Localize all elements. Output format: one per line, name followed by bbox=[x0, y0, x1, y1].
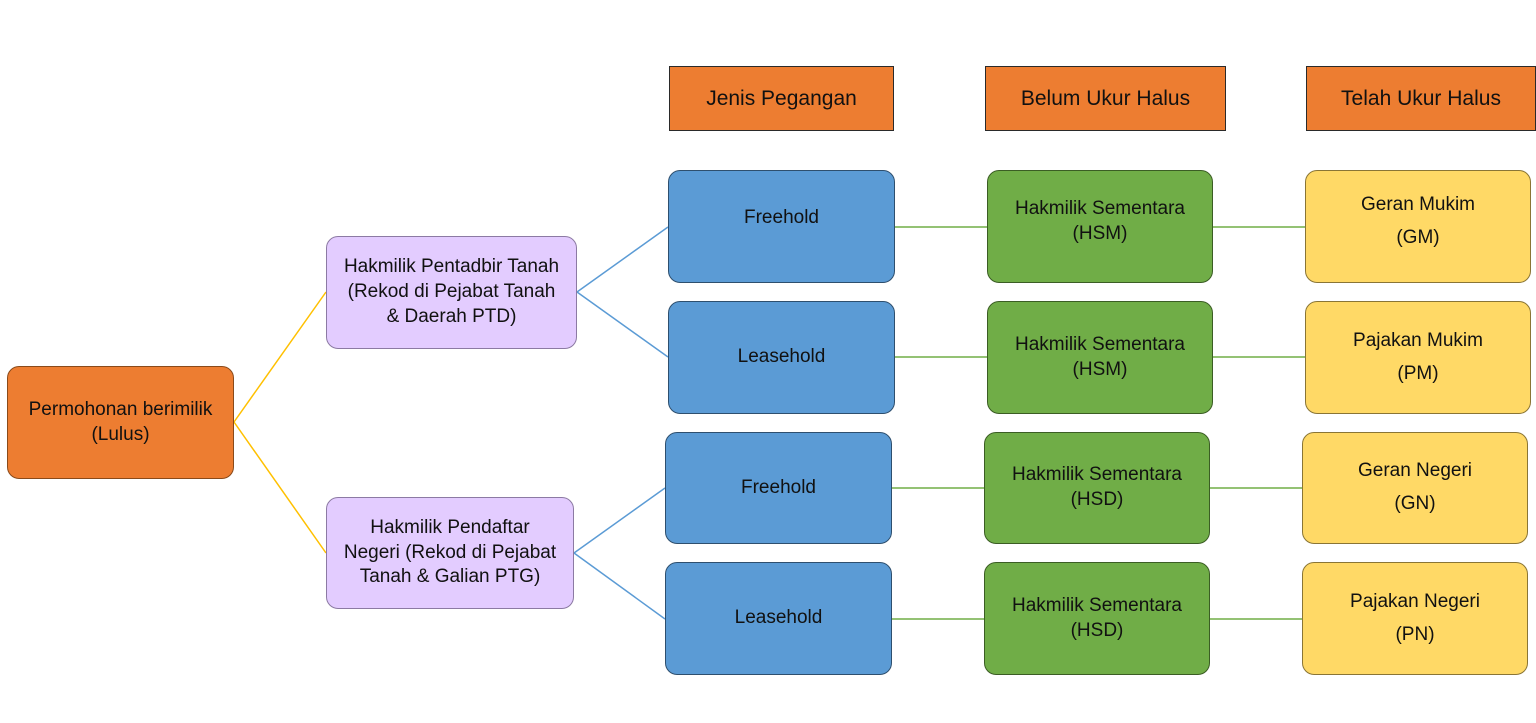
header-telah-ukur-halus: Telah Ukur Halus bbox=[1306, 66, 1536, 131]
node-hakmilik-sementara-hsd-1: Hakmilik Sementara (HSD) bbox=[984, 432, 1210, 544]
node-pajakan-mukim: Pajakan Mukim (PM) bbox=[1305, 301, 1531, 414]
node-leasehold-2: Leasehold bbox=[665, 562, 892, 675]
header-belum-ukur-halus: Belum Ukur Halus bbox=[985, 66, 1226, 131]
node-gm-line2: (GM) bbox=[1396, 226, 1440, 248]
node-permohonan-line1: Permohonan berimilik bbox=[28, 398, 213, 420]
header-jenis-pegangan: Jenis Pegangan bbox=[669, 66, 894, 131]
node-pentadbir-line3: & Daerah PTD) bbox=[386, 305, 517, 327]
connector-root-pentadbir bbox=[233, 291, 327, 423]
node-pn-line1: Pajakan Negeri bbox=[1350, 590, 1480, 612]
node-hsm-1-line2: (HSM) bbox=[1072, 222, 1128, 244]
node-pendaftar-line1: Hakmilik Pendaftar bbox=[370, 516, 530, 538]
node-hakmilik-sementara-hsm-1: Hakmilik Sementara (HSM) bbox=[987, 170, 1213, 283]
node-hsd-1-line2: (HSD) bbox=[1070, 489, 1124, 510]
node-hsm-2-line2: (HSM) bbox=[1072, 358, 1128, 380]
node-permohonan-line2: (Lulus) bbox=[91, 423, 150, 445]
node-leasehold-2-label: Leasehold bbox=[734, 607, 823, 629]
node-geran-mukim: Geran Mukim (GM) bbox=[1305, 170, 1531, 283]
node-gm-line1: Geran Mukim bbox=[1360, 193, 1476, 215]
node-pendaftar-line3: Tanah & Galian PTG) bbox=[359, 566, 541, 588]
node-geran-negeri: Geran Negeri (GN) bbox=[1302, 432, 1528, 544]
node-pajakan-negeri: Pajakan Negeri (PN) bbox=[1302, 562, 1528, 675]
connector-pendaftar-freehold bbox=[573, 487, 666, 554]
node-freehold-1: Freehold bbox=[668, 170, 895, 283]
node-hakmilik-sementara-hsd-2: Hakmilik Sementara (HSD) bbox=[984, 562, 1210, 675]
node-hsm-2-line1: Hakmilik Sementara bbox=[1015, 333, 1185, 355]
header-jenis-pegangan-label: Jenis Pegangan bbox=[706, 86, 857, 110]
node-freehold-2-label: Freehold bbox=[741, 476, 816, 498]
connector-pentadbir-leasehold bbox=[576, 291, 669, 358]
node-gn-line2: (GN) bbox=[1394, 493, 1436, 514]
node-hsm-1-line1: Hakmilik Sementara bbox=[1015, 197, 1185, 219]
node-hsd-1-line1: Hakmilik Sementara bbox=[1012, 464, 1182, 486]
node-permohonan-berimilik: Permohonan berimilik (Lulus) bbox=[7, 366, 234, 479]
header-telah-ukur-halus-label: Telah Ukur Halus bbox=[1341, 86, 1501, 110]
node-hakmilik-pendaftar-negeri: Hakmilik Pendaftar Negeri (Rekod di Peja… bbox=[326, 497, 574, 609]
node-pentadbir-line2: (Rekod di Pejabat Tanah bbox=[347, 281, 556, 303]
node-hsd-2-line1: Hakmilik Sementara bbox=[1012, 594, 1182, 616]
node-pm-line1: Pajakan Mukim bbox=[1353, 329, 1483, 351]
node-hakmilik-pentadbir-tanah: Hakmilik Pentadbir Tanah (Rekod di Pejab… bbox=[326, 236, 577, 349]
connector-root-pendaftar bbox=[233, 421, 327, 554]
header-belum-ukur-halus-label: Belum Ukur Halus bbox=[1020, 86, 1191, 110]
node-pn-line2: (PN) bbox=[1395, 623, 1435, 645]
node-leasehold-1-label: Leasehold bbox=[737, 346, 826, 368]
node-gn-line1: Geran Negeri bbox=[1357, 460, 1473, 482]
node-pm-line2: (PM) bbox=[1397, 362, 1439, 384]
node-freehold-2: Freehold bbox=[665, 432, 892, 544]
connector-pendaftar-leasehold bbox=[573, 552, 666, 620]
node-hsd-2-line2: (HSD) bbox=[1070, 619, 1124, 641]
node-hakmilik-sementara-hsm-2: Hakmilik Sementara (HSM) bbox=[987, 301, 1213, 414]
node-pendaftar-line2: Negeri (Rekod di Pejabat bbox=[343, 541, 557, 563]
node-freehold-1-label: Freehold bbox=[744, 207, 819, 229]
node-pentadbir-line1: Hakmilik Pentadbir Tanah bbox=[343, 256, 560, 278]
connector-pentadbir-freehold bbox=[576, 226, 669, 293]
node-leasehold-1: Leasehold bbox=[668, 301, 895, 414]
